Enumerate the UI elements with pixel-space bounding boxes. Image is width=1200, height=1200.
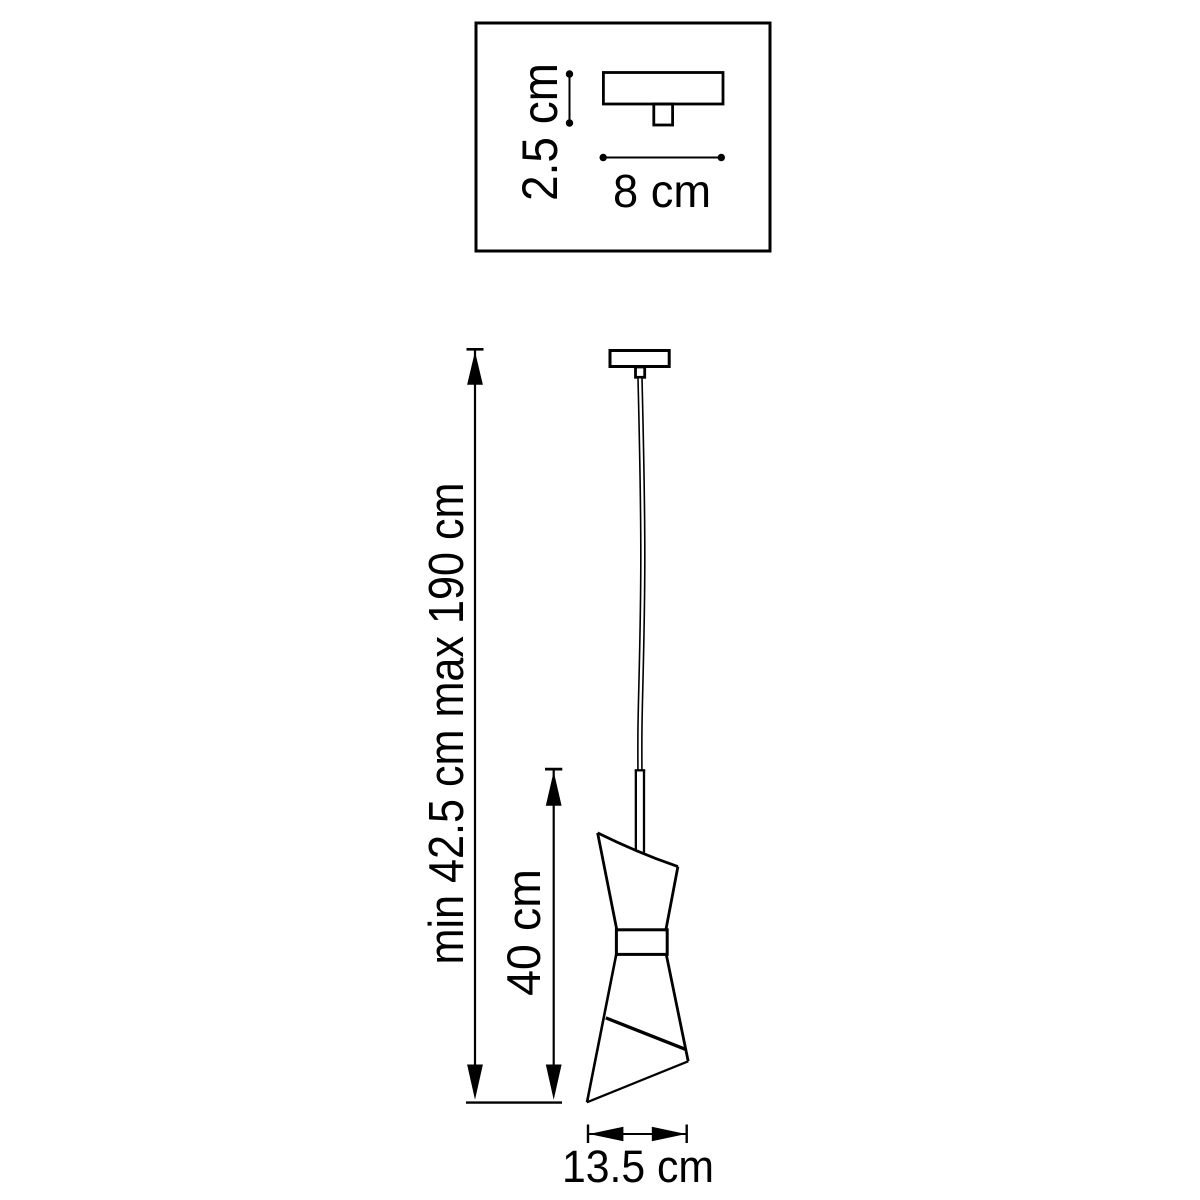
svg-text:13.5 cm: 13.5 cm — [562, 1141, 714, 1192]
svg-text:2.5 cm: 2.5 cm — [512, 63, 568, 201]
svg-text:min 42.5 cm max 190 cm: min 42.5 cm max 190 cm — [420, 483, 474, 965]
svg-text:40 cm: 40 cm — [497, 869, 550, 996]
svg-text:8 cm: 8 cm — [613, 165, 711, 217]
